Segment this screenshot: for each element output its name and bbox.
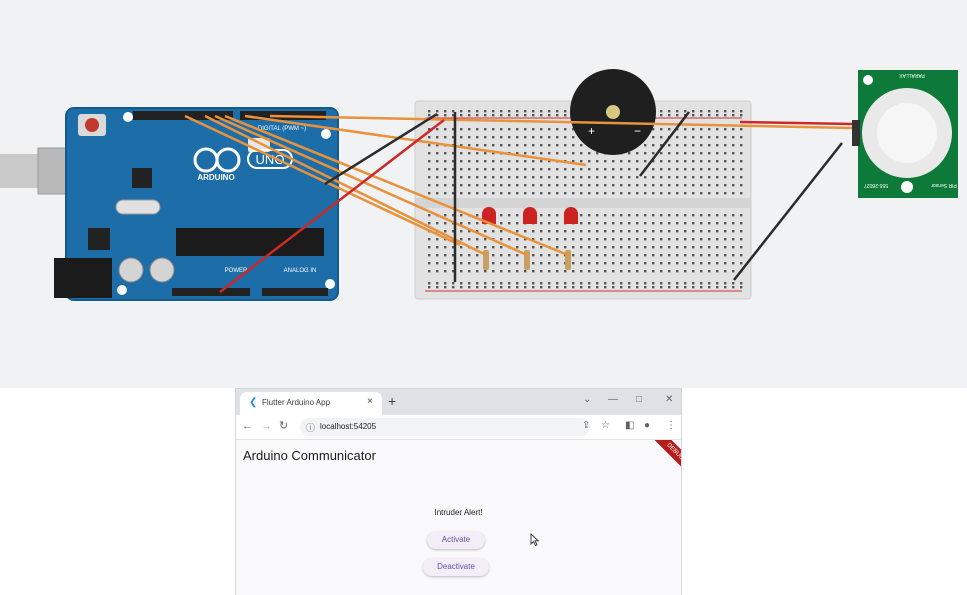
wire-black-1 [324,112,438,186]
buzzer-positive-label: + [588,124,595,138]
reload-icon[interactable]: ↻ [279,420,289,432]
wires [184,111,853,293]
minimize-button[interactable]: — [608,394,618,405]
wire-orange-3 [224,114,569,257]
wire-orange-6 [184,114,461,247]
led-3 [564,207,578,224]
close-window-button[interactable]: ✕ [665,394,674,405]
browser-tab[interactable]: ❮ Flutter Arduino App × [240,392,382,415]
share-icon[interactable]: ⇪ [582,420,591,431]
app-content: Arduino Communicator DEBUG Intruder Aler… [236,440,681,595]
app-title: Arduino Communicator [243,448,376,463]
flutter-icon: ❮ [249,397,258,408]
wire-orange-2 [214,114,528,257]
profile-avatar-icon[interactable]: ● [644,420,651,431]
bookmark-star-icon[interactable]: ☆ [601,420,610,431]
info-icon[interactable]: ⓘ [306,423,316,433]
board-brand-label: ARDUINO [197,173,234,182]
led-2 [523,207,537,224]
wire-black-2 [639,111,690,177]
circuit-canvas: UNO ARDUINO DIGITAL (PWM ~) POWER ANALOG… [0,0,967,388]
usb-cable [0,154,40,188]
tab-strip: ❮ Flutter Arduino App × + ⌄ — □ ✕ [236,389,681,415]
status-text: Intruder Alert! [434,508,483,517]
back-arrow-icon[interactable]: ← [242,420,253,432]
tab-title: Flutter Arduino App [262,398,331,407]
sensor-name-label: PIR Sensor [931,182,957,188]
debug-banner: DEBUG [650,440,681,477]
board-model-label: UNO [256,152,285,167]
new-tab-button[interactable]: + [388,393,397,409]
reset-button [85,118,99,132]
deactivate-button[interactable]: Deactivate [423,558,489,576]
maximize-button[interactable]: □ [636,394,643,405]
activate-button[interactable]: Activate [427,531,485,549]
sensor-part-label: 555-28027 [864,182,888,188]
circuit-svg: UNO ARDUINO DIGITAL (PWM ~) POWER ANALOG… [0,69,958,301]
wire-orange-5 [269,114,853,130]
arduino-uno-board: UNO ARDUINO DIGITAL (PWM ~) POWER ANALOG… [54,107,339,301]
close-icon[interactable]: × [367,396,373,407]
led-1 [482,207,496,224]
wire-red-1 [219,119,445,293]
sensor-brand-label: PARALLAX [899,72,925,78]
forward-arrow-icon[interactable]: → [261,420,272,432]
piezo-buzzer: + − [570,69,656,155]
wire-red-2 [739,120,853,126]
breadboard [414,100,752,300]
address-bar[interactable]: ⓘ localhost:54205 [300,418,590,436]
pir-sensor: PARALLAX PIR Sensor 555-28027 [852,70,958,198]
wire-black-3 [733,142,843,281]
wire-orange-1 [204,114,487,257]
board-analog-label: ANALOG IN [284,268,317,274]
mouse-cursor-icon [530,533,539,546]
browser-toolbar: ← → ↻ ⓘ localhost:54205 ⇪ ☆ ◧ ● ⋮ [236,415,681,440]
board-digital-label: DIGITAL (PWM ~) [258,126,306,132]
url-text[interactable]: localhost:54205 [320,422,377,431]
led-array [482,207,578,270]
browser-window: ❮ Flutter Arduino App × + ⌄ — □ ✕ ← → ↻ … [236,389,681,595]
tab-search-icon[interactable]: ⌄ [583,394,592,405]
buzzer-negative-label: − [634,124,641,138]
side-panel-icon[interactable]: ◧ [625,420,635,431]
menu-kebab-icon[interactable]: ⋮ [666,420,676,431]
board-power-label: POWER [225,268,248,274]
